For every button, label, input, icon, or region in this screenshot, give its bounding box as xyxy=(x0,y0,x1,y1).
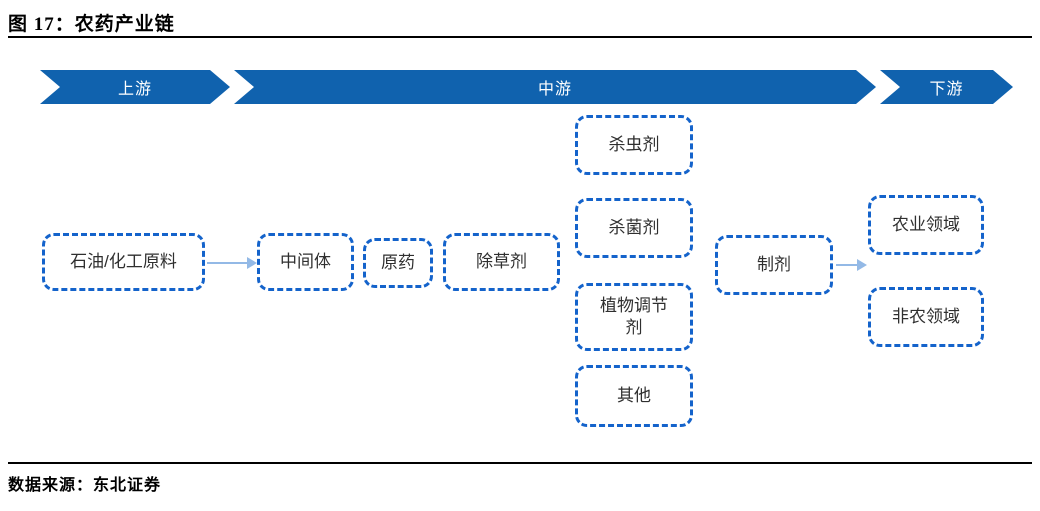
node-label: 杀虫剂 xyxy=(608,134,660,154)
node-label: 石油/化工原料 xyxy=(70,251,177,271)
node-insecticide: 杀虫剂 xyxy=(575,115,693,175)
node-fungicide: 杀菌剂 xyxy=(575,198,693,258)
flow-arrow-petrochemical-to-intermediate xyxy=(207,256,257,270)
node-technical-material: 原药 xyxy=(363,238,433,288)
stage-banner-midstream: 中游 xyxy=(234,70,876,104)
node-label: 农业领域 xyxy=(892,214,960,234)
node-intermediate: 中间体 xyxy=(257,233,354,291)
node-non-agriculture-field: 非农领域 xyxy=(868,287,984,347)
node-plant-regulator: 植物调节剂 xyxy=(575,283,693,351)
node-formulation: 制剂 xyxy=(715,235,833,295)
node-label: 植物调节剂 xyxy=(600,295,668,337)
node-label: 制剂 xyxy=(757,254,791,274)
node-label: 杀菌剂 xyxy=(608,217,660,237)
node-label: 其他 xyxy=(617,385,651,405)
node-herbicide: 除草剂 xyxy=(443,233,560,291)
node-other: 其他 xyxy=(575,365,693,427)
stage-banner-downstream: 下游 xyxy=(880,70,1013,104)
stage-banner-upstream-label: 上游 xyxy=(117,81,152,98)
node-label: 非农领域 xyxy=(892,306,960,326)
node-label: 中间体 xyxy=(280,251,331,271)
stage-banner-midstream-label: 中游 xyxy=(537,81,572,98)
source-rule xyxy=(8,462,1032,464)
flow-arrow-formulation-to-fields xyxy=(836,258,867,272)
node-label: 除草剂 xyxy=(476,251,527,271)
stage-banner-upstream: 上游 xyxy=(40,70,230,104)
node-agriculture-field: 农业领域 xyxy=(868,195,984,255)
figure-title: 图 17：农药产业链 xyxy=(8,14,175,35)
node-petrochemical-raw-materials: 石油/化工原料 xyxy=(42,233,205,291)
node-label: 原药 xyxy=(381,252,415,272)
stage-banner-downstream-label: 下游 xyxy=(929,81,964,98)
title-rule xyxy=(8,36,1032,38)
data-source: 数据来源：东北证券 xyxy=(8,477,162,494)
